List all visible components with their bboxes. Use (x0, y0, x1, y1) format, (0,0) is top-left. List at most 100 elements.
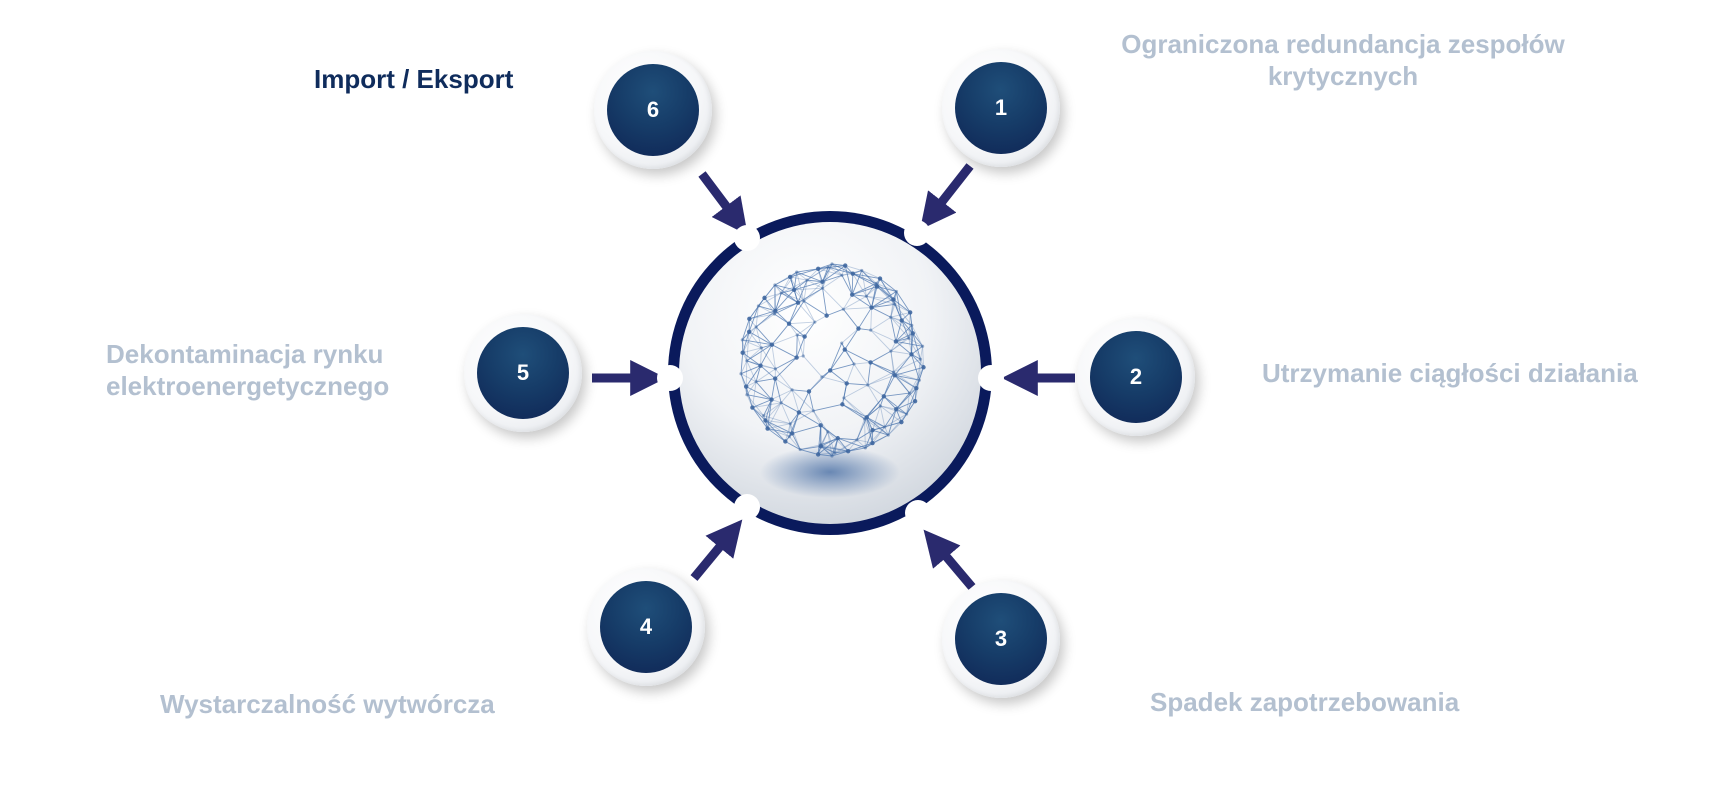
globe-edge (887, 409, 897, 436)
globe-edge (852, 294, 867, 297)
globe-edge (792, 389, 810, 392)
globe-edge (894, 374, 917, 389)
globe-edge (895, 324, 913, 342)
globe-edge (745, 386, 772, 400)
globe-edge (817, 437, 839, 455)
arrow-4 (690, 519, 743, 581)
globe-edge (866, 405, 881, 418)
globe-edge (852, 286, 878, 296)
globe-edge (765, 399, 773, 421)
step-number-2: 2 (1090, 331, 1182, 423)
globe-edge (818, 268, 843, 276)
globe-edge (740, 373, 747, 387)
globe-edge (906, 400, 916, 415)
globe-edge (742, 326, 757, 353)
globe-edge (843, 397, 865, 420)
globe-edge (906, 393, 910, 415)
globe-edge (740, 360, 748, 374)
globe-edge (793, 289, 805, 302)
globe-edge (826, 308, 844, 317)
globe-edge (790, 410, 814, 425)
globe-edge (746, 347, 762, 362)
globe-node (745, 359, 749, 363)
center-sphere (679, 222, 981, 524)
globe-edge (803, 300, 816, 323)
globe-edge (893, 358, 921, 373)
globe-edge (755, 368, 776, 383)
globe-node (747, 316, 752, 322)
globe-edge (774, 276, 791, 286)
globe-edge (841, 328, 859, 344)
globe-edge (818, 263, 833, 270)
globe-edge (755, 365, 761, 382)
globe-edge (842, 403, 867, 418)
globe-edge (775, 368, 793, 391)
globe-edge (821, 376, 847, 384)
globe-edge (780, 402, 791, 424)
globe-edge (872, 426, 886, 444)
step-label-5-line-1: Dekontaminacja rynku (106, 339, 384, 369)
globe-edge (843, 383, 848, 399)
globe-edge (884, 413, 907, 428)
globe-edge (915, 359, 921, 389)
globe-node (905, 412, 909, 416)
globe-edge (791, 389, 814, 412)
globe-node (820, 279, 825, 284)
globe-edge (771, 334, 798, 346)
globe-node (818, 423, 823, 428)
globe-edge (843, 295, 867, 310)
globe-edge (796, 334, 798, 358)
step-number-3: 3 (955, 593, 1047, 685)
globe-edge (774, 378, 793, 391)
globe-edge (871, 291, 897, 308)
globe-edge (793, 279, 808, 291)
globe-node (899, 318, 904, 323)
globe-edge (837, 437, 857, 441)
globe-edge (915, 367, 924, 389)
globe-edge (763, 415, 791, 425)
globe-edge (817, 431, 829, 455)
globe-edge (780, 402, 800, 413)
globe-node (795, 270, 799, 274)
globe-node (841, 307, 845, 311)
globe-edge (895, 387, 917, 410)
globe-edge (843, 397, 868, 418)
globe-edge (752, 407, 764, 417)
globe-edge (802, 355, 823, 378)
globe-edge (788, 302, 799, 324)
globe-edge (876, 283, 894, 300)
globe-edge (817, 268, 823, 282)
globe-node (786, 321, 792, 326)
globe-edge (852, 273, 878, 287)
globe-edge (800, 444, 822, 450)
globe-edge (844, 349, 855, 365)
globe-edge (901, 320, 910, 339)
globe-edge (749, 310, 776, 320)
wireframe-globe-icon (739, 262, 926, 458)
globe-edge (912, 333, 921, 360)
globe-edge (894, 366, 924, 376)
globe-edge (765, 420, 793, 434)
globe-edge (861, 270, 867, 297)
globe-edge (866, 416, 889, 436)
globe-edge (890, 316, 914, 334)
globe-node (844, 381, 849, 386)
globe-edge (781, 289, 795, 294)
globe-edge (806, 266, 829, 281)
globe-edge (853, 361, 871, 365)
globe-edge (843, 384, 869, 399)
globe-edge (780, 276, 791, 294)
globe-edge (755, 310, 776, 328)
globe-edge (827, 431, 836, 453)
globe-edge (775, 289, 795, 312)
globe-edge (763, 402, 782, 417)
globe-node (789, 431, 795, 436)
globe-edge (803, 280, 808, 302)
globe-edge (893, 371, 920, 381)
globe-edge (827, 266, 843, 276)
globe-edge (896, 400, 916, 410)
globe-edge (765, 420, 791, 425)
globe-edge (775, 302, 799, 312)
globe-edge (765, 420, 786, 442)
